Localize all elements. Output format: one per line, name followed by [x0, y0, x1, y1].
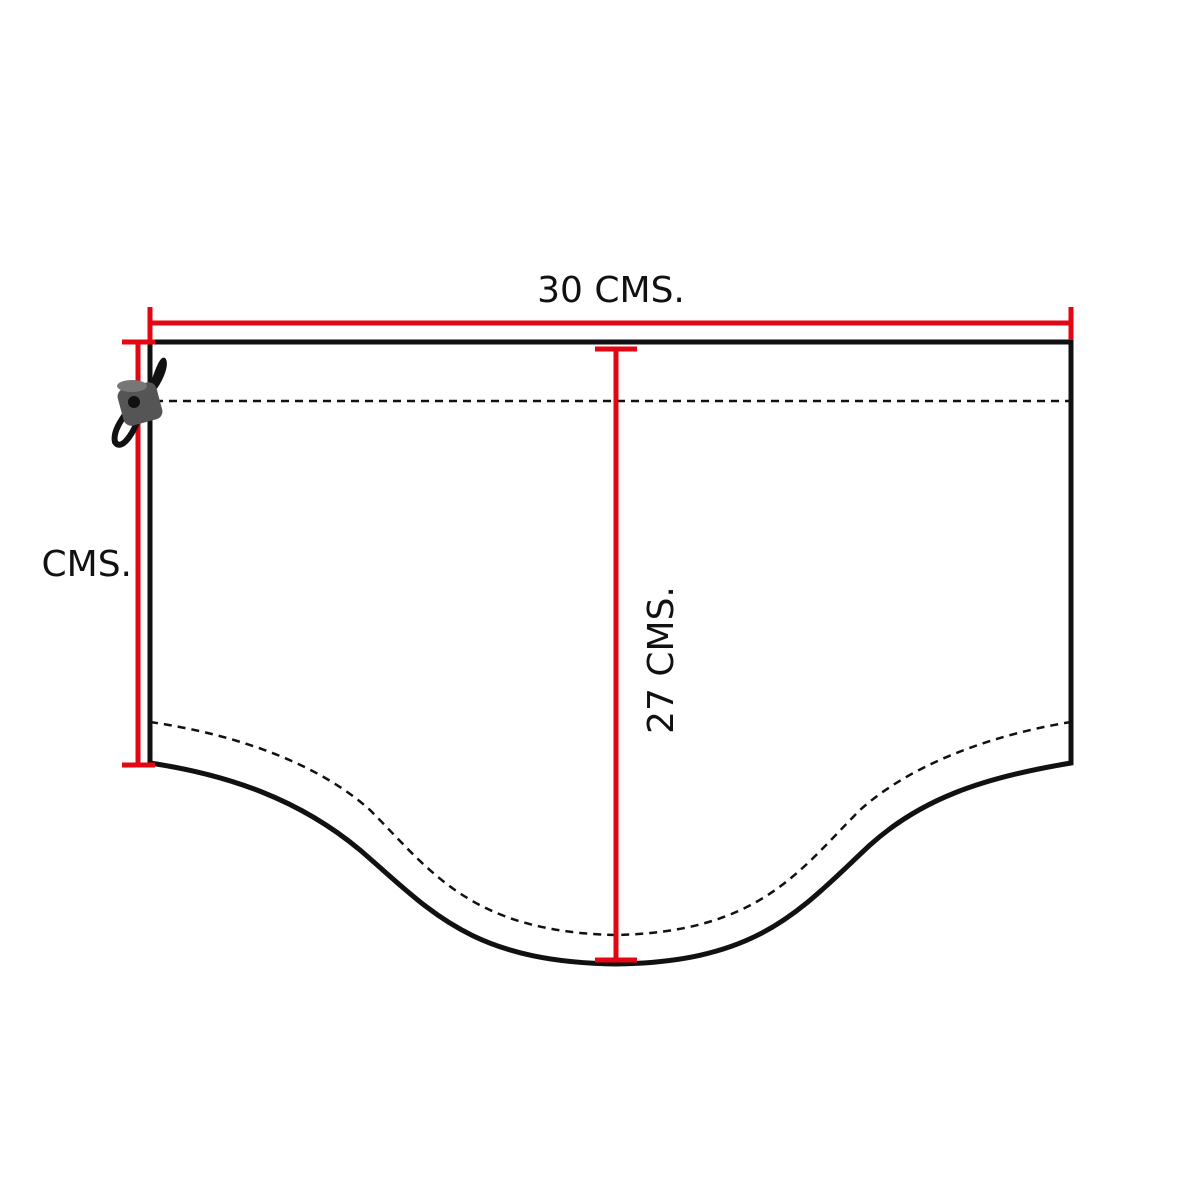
width-dimension: [147, 307, 1074, 340]
side-label: CMS.: [42, 544, 133, 585]
hem-seam: [149, 720, 1072, 937]
center-dimension: [595, 346, 637, 963]
height-label: 27 CMS.: [641, 586, 682, 734]
width-label: 30 CMS.: [537, 270, 685, 311]
garment-outline: [147, 339, 1074, 967]
drawcord-toggle-icon: [111, 357, 167, 448]
